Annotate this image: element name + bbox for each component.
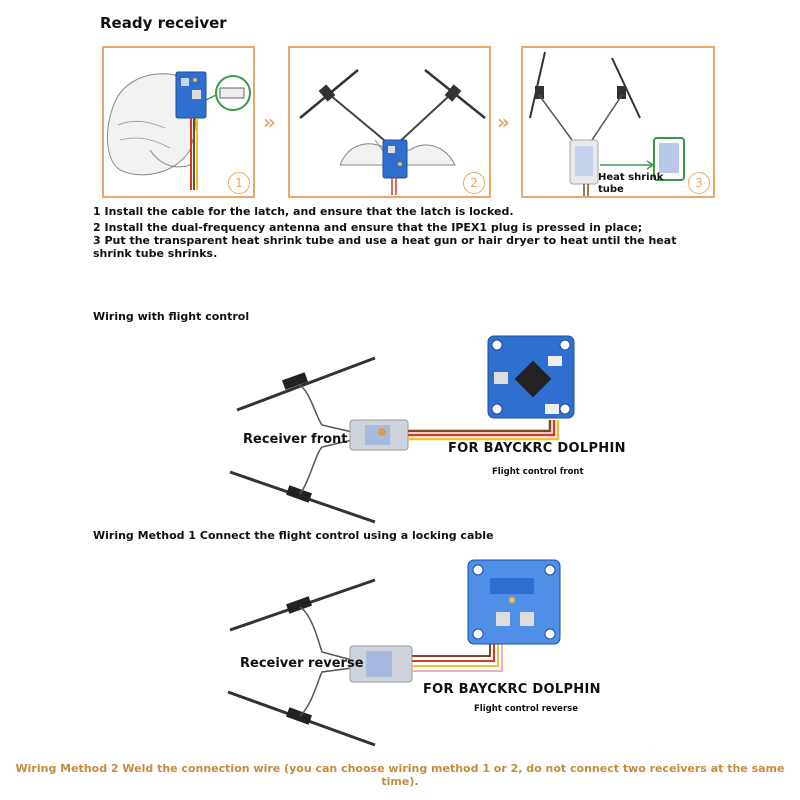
- solder-wires: [412, 640, 491, 657]
- dual-antenna: [299, 69, 486, 146]
- dual-antenna: [529, 51, 641, 141]
- antenna-upper: [229, 578, 376, 661]
- flight-controller-reverse: [467, 559, 561, 645]
- step-number-badge: 3: [688, 172, 710, 194]
- flight-controller-front: [487, 335, 575, 419]
- antenna-upper: [236, 356, 376, 433]
- section-title: Wiring with flight control: [93, 310, 250, 323]
- receiver-reverse-label: Receiver reverse: [240, 656, 364, 671]
- wiring-method-2: Wiring Method 2 Weld the connection wire…: [15, 762, 785, 788]
- flight-control-front-caption: Flight control front: [492, 467, 584, 477]
- antenna-lower: [227, 667, 376, 747]
- heat-shrink-tube-label: Heat shrink tube: [598, 172, 664, 195]
- bayckrc-dolphin-front-label: FOR BAYCKRC DOLPHIN: [448, 441, 626, 456]
- locking-cable: [408, 420, 552, 433]
- antenna-lower: [229, 439, 376, 524]
- step-number-badge: 2: [463, 172, 485, 194]
- flight-control-reverse-caption: Flight control reverse: [474, 704, 578, 714]
- step-instructions: 1 Install the cable for the latch, and e…: [93, 205, 703, 263]
- page-title: Ready receiver: [100, 14, 227, 32]
- wiring-method-1: Wiring Method 1 Connect the flight contr…: [93, 529, 494, 542]
- receiver-front-label: Receiver front: [243, 432, 348, 447]
- step-text-2: 2 Install the dual-frequency antenna and…: [93, 221, 643, 234]
- bayckrc-dolphin-reverse-label: FOR BAYCKRC DOLPHIN: [423, 682, 601, 697]
- step-number-badge: 1: [228, 172, 250, 194]
- step-text-3: 3 Put the transparent heat shrink tube a…: [93, 234, 677, 260]
- step-text-1: 1 Install the cable for the latch, and e…: [93, 205, 514, 218]
